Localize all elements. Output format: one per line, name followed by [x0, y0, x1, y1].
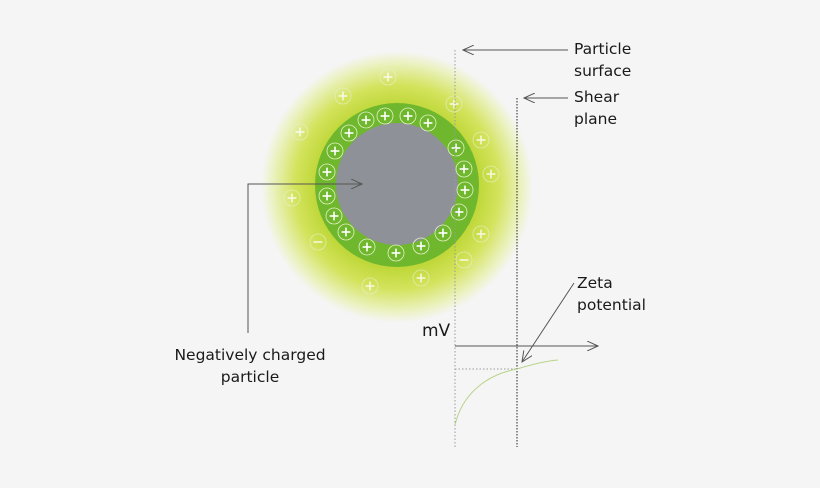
- positive-charge-icon: [379, 68, 397, 86]
- potential-curve: [454, 359, 559, 426]
- positive-charge-icon: [419, 114, 437, 132]
- positive-charge-icon: [445, 95, 463, 113]
- positive-charge-icon: [340, 124, 358, 142]
- positive-charge-icon: [412, 237, 430, 255]
- positive-charge-icon: [361, 277, 379, 295]
- positive-charge-icon: [326, 142, 344, 160]
- positive-charge-icon: [472, 131, 490, 149]
- positive-charge-icon: [412, 269, 430, 287]
- positive-charge-icon: [291, 123, 309, 141]
- negative-particle-arrow: [247, 184, 362, 333]
- shear-plane-label: Shear plane: [574, 88, 620, 128]
- positive-charge-icon: [357, 111, 375, 129]
- positive-charge-icon: [318, 163, 336, 181]
- negative-charge-icon: [455, 251, 473, 269]
- mv-label: mV: [422, 321, 451, 341]
- positive-charge-icon: [455, 160, 473, 178]
- positive-charge-icon: [472, 225, 490, 243]
- positive-charge-icon: [283, 189, 301, 207]
- zeta-potential-label: Zeta potential: [577, 274, 646, 314]
- diffuse-layer-charges: [283, 68, 500, 295]
- zeta-potential-arrow: [522, 282, 575, 362]
- positive-charge-icon: [376, 107, 394, 125]
- positive-charge-icon: [456, 181, 474, 199]
- stern-layer-charges: [318, 107, 474, 262]
- particle-surface-label: Particle surface: [574, 40, 632, 80]
- positive-charge-icon: [318, 187, 336, 205]
- positive-charge-icon: [482, 165, 500, 183]
- positive-charge-icon: [325, 207, 343, 225]
- positive-charge-icon: [399, 107, 417, 125]
- particle-core: [336, 123, 458, 245]
- negative-charge-icon: [309, 233, 327, 251]
- positive-charge-icon: [334, 87, 352, 105]
- positive-charge-icon: [358, 238, 376, 256]
- positive-charge-icon: [450, 203, 468, 221]
- positive-charge-icon: [434, 224, 452, 242]
- positive-charge-icon: [387, 244, 405, 262]
- positive-charge-icon: [337, 223, 355, 241]
- positive-charge-icon: [447, 139, 465, 157]
- negatively-charged-particle-label: Negatively charged particle: [174, 346, 326, 386]
